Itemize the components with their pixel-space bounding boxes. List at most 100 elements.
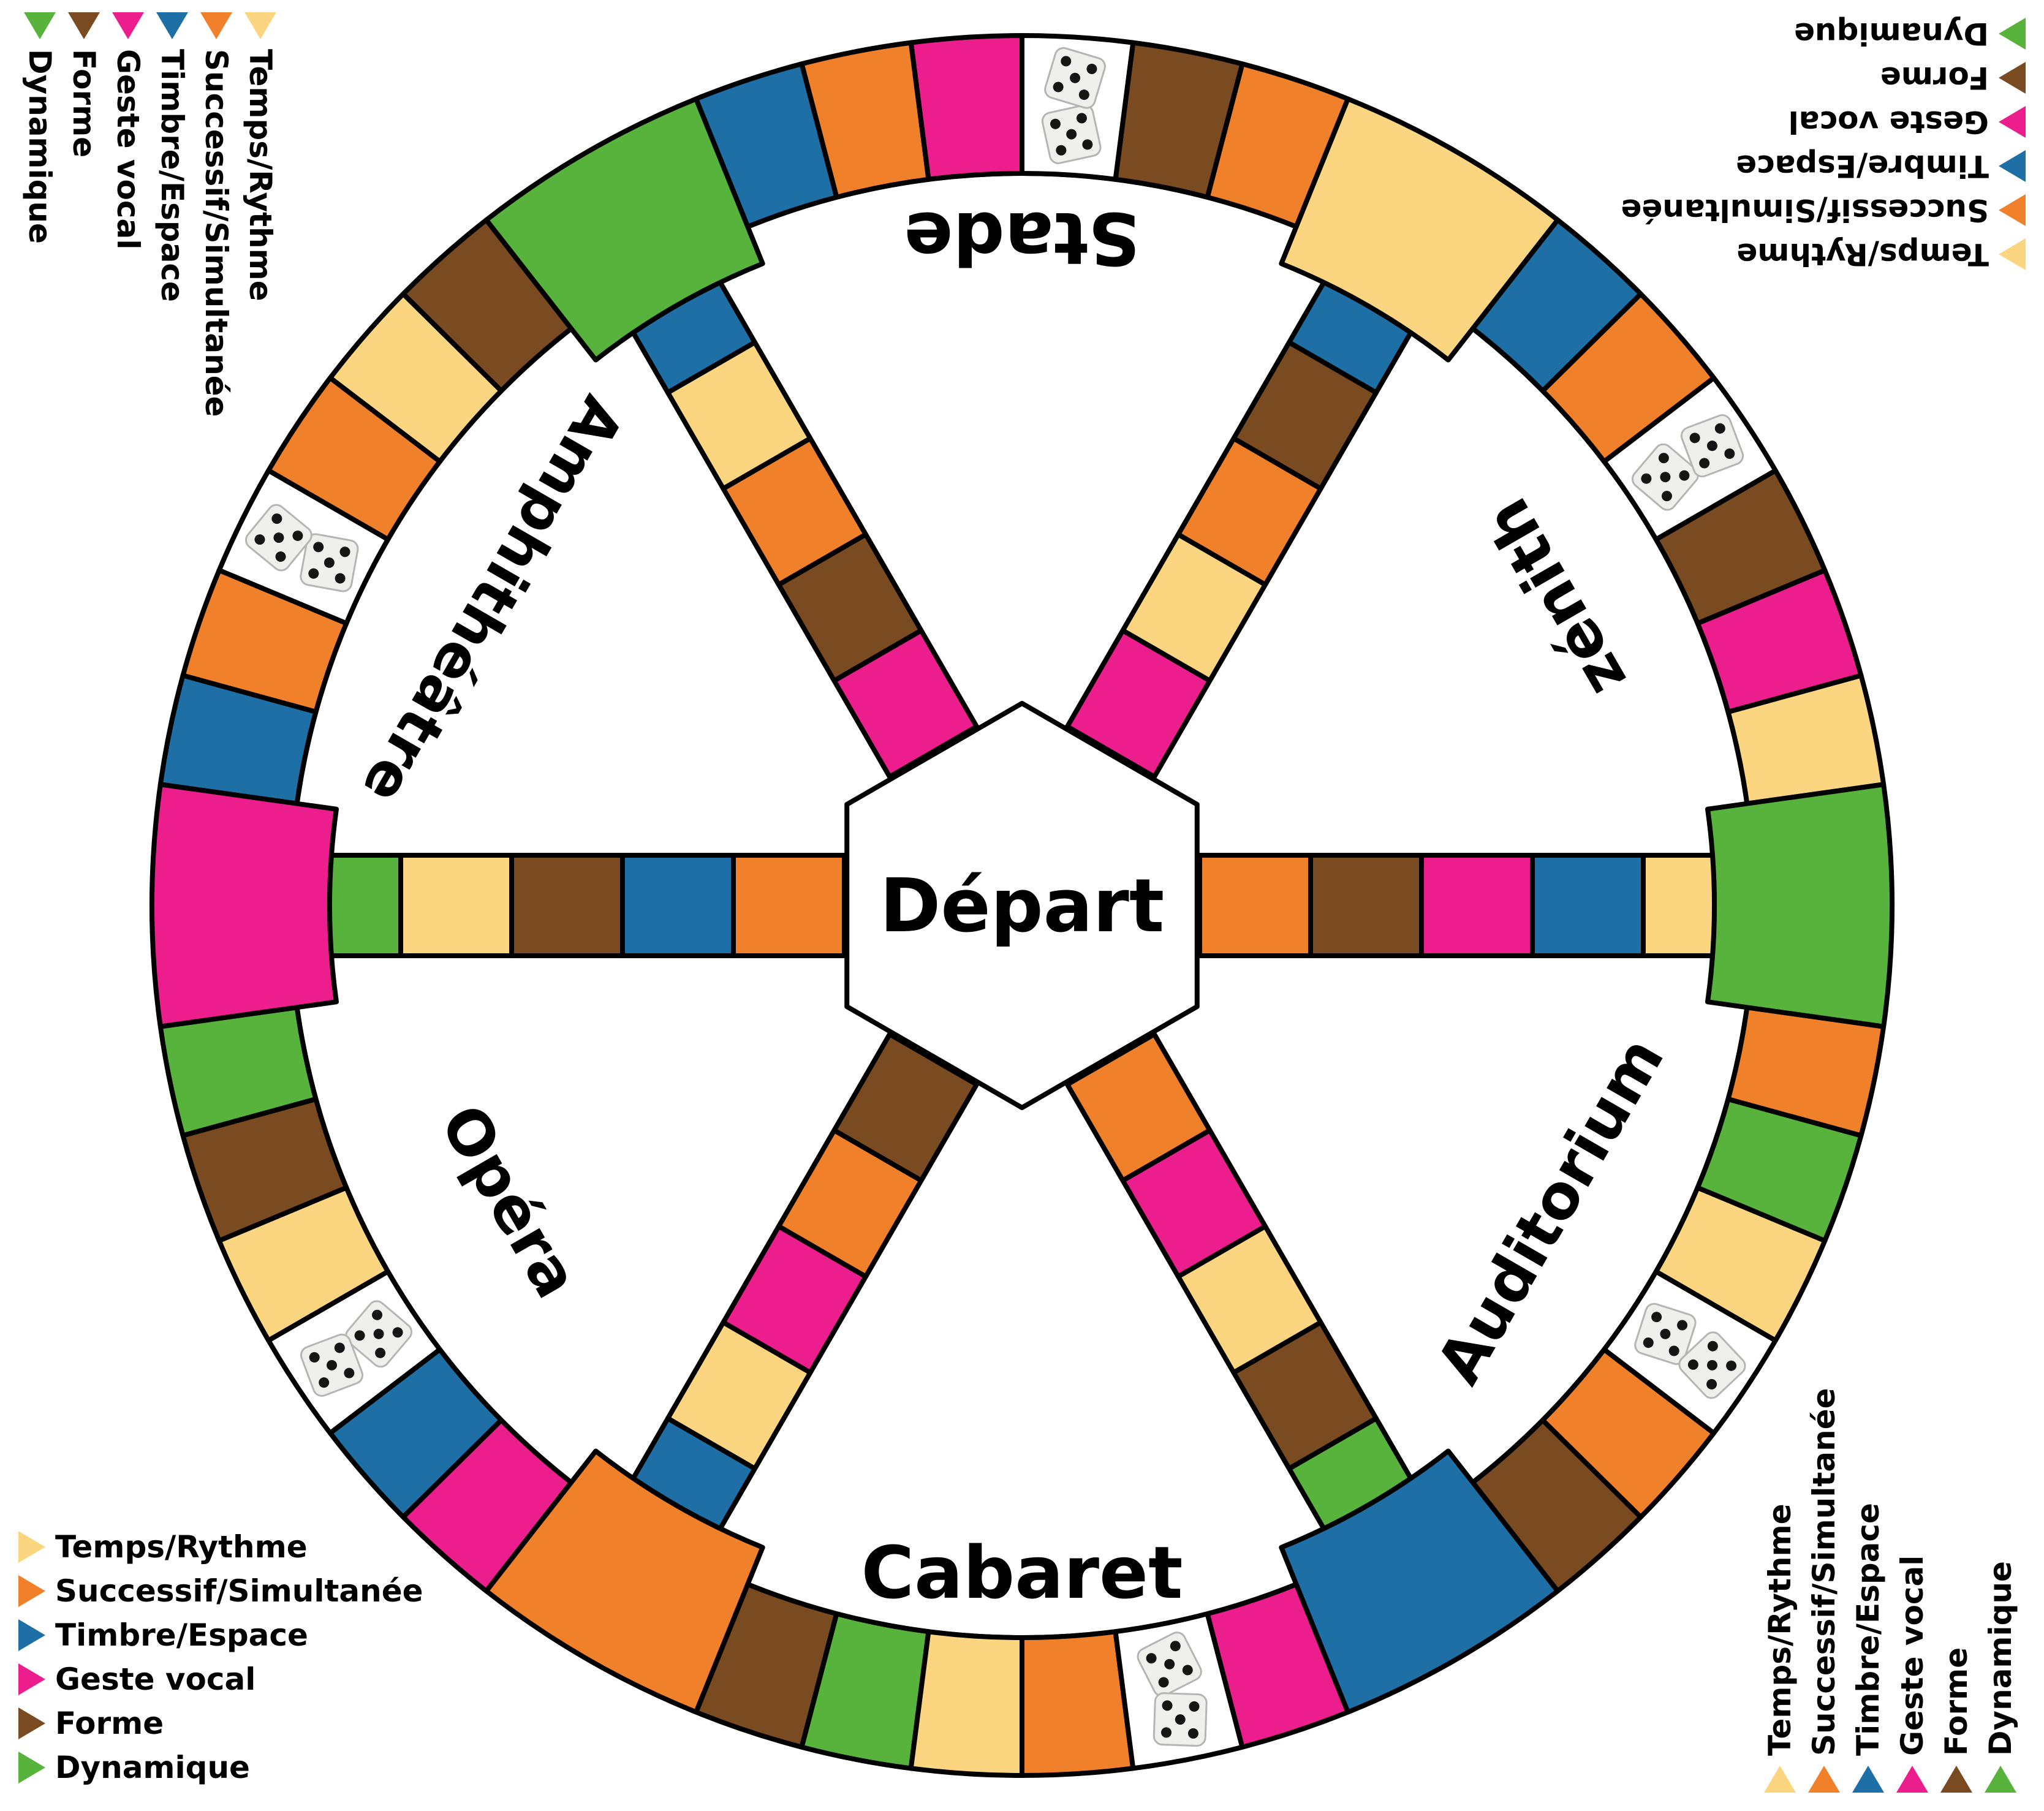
ring-hq-space-pink[interactable] xyxy=(150,782,339,1029)
yellow-triangle-icon xyxy=(244,12,276,39)
green-triangle-icon xyxy=(1985,1766,2016,1793)
legend-label: Geste vocal xyxy=(110,49,146,250)
legend-label: Successif/Simultanée xyxy=(199,49,234,417)
die-icon xyxy=(300,1333,364,1397)
die-icon xyxy=(245,504,312,572)
legend-label: Geste vocal xyxy=(1894,1555,1930,1756)
die-icon xyxy=(1678,1331,1746,1399)
legend-item-brown: Forme xyxy=(65,12,103,392)
legend-label: Forme xyxy=(1939,1647,1974,1756)
legend-label: Forme xyxy=(66,49,102,158)
legend-item-orange: Successif/Simultanée xyxy=(1805,1388,1843,1793)
legend-label: Successif/Simultanée xyxy=(1621,192,1989,228)
legend-item-pink: Geste vocal xyxy=(1893,1413,1931,1793)
blue-triangle-icon xyxy=(18,1619,45,1651)
spoke-space-blue[interactable] xyxy=(1530,853,1646,958)
legend-label: Successif/Simultanée xyxy=(55,1573,423,1609)
pink-triangle-icon xyxy=(18,1663,45,1695)
spoke-space-yellow[interactable] xyxy=(398,853,514,958)
spoke-space-brown[interactable] xyxy=(509,853,625,958)
yellow-triangle-icon xyxy=(18,1531,45,1563)
dice-pair-icon xyxy=(1631,414,1744,511)
spoke-space-pink[interactable] xyxy=(831,628,980,779)
ring-hq-space-orange[interactable] xyxy=(483,1448,765,1715)
legend-item-orange: Successif/Simultanée xyxy=(1621,191,2026,229)
legend-label: Timbre/Espace xyxy=(55,1617,308,1653)
die-icon xyxy=(1634,1302,1697,1366)
dice-pair-icon xyxy=(1041,47,1106,164)
blue-triangle-icon xyxy=(1852,1766,1884,1793)
spoke-space-brown[interactable] xyxy=(831,1032,980,1183)
spoke-space-pink[interactable] xyxy=(1064,628,1213,779)
legend-item-blue: Timbre/Espace xyxy=(1849,1413,1887,1793)
spoke-space-orange[interactable] xyxy=(731,853,847,958)
die-icon xyxy=(1137,1631,1202,1697)
legend-label: Temps/Rythme xyxy=(55,1529,308,1565)
brown-triangle-icon xyxy=(1940,1766,1972,1793)
legend-label: Dynamique xyxy=(55,1750,250,1785)
ring-hq-space-yellow[interactable] xyxy=(1279,96,1561,363)
legend-label: Dynamique xyxy=(22,49,58,244)
dice-pair-icon xyxy=(245,504,359,592)
legend-item-yellow: Temps/Rythme xyxy=(18,1528,398,1566)
legend-item-yellow: Temps/Rythme xyxy=(241,12,279,392)
brown-triangle-icon xyxy=(68,12,100,39)
spoke-space-blue[interactable] xyxy=(620,853,736,958)
legend-item-green: Dynamique xyxy=(21,12,59,392)
green-triangle-icon xyxy=(1999,18,2026,50)
legend-item-blue: Timbre/Espace xyxy=(153,12,191,392)
die-icon xyxy=(1680,414,1744,478)
sector-label-stade: Stade xyxy=(904,196,1140,281)
legend-item-green: Dynamique xyxy=(1646,15,2026,53)
legend-label: Forme xyxy=(55,1706,164,1741)
legend-label: Forme xyxy=(1880,60,1989,96)
legend-label: Dynamique xyxy=(1794,16,1989,51)
dice-pair-icon xyxy=(1634,1302,1746,1399)
ring-hq-space-blue[interactable] xyxy=(1279,1448,1561,1715)
blue-triangle-icon xyxy=(156,12,188,39)
legend-item-orange: Successif/Simultanée xyxy=(18,1572,423,1610)
die-icon xyxy=(345,1300,413,1368)
legend-label: Timbre/Espace xyxy=(1850,1503,1886,1756)
ring-space-yellow[interactable] xyxy=(908,1629,1024,1778)
legend-label: Temps/Rythme xyxy=(1762,1503,1798,1756)
legend-item-brown: Forme xyxy=(1646,59,2026,97)
ring-hq-space-green[interactable] xyxy=(483,96,765,363)
orange-triangle-icon xyxy=(200,12,232,39)
green-triangle-icon xyxy=(24,12,56,39)
hub-depart-space[interactable] xyxy=(844,701,1200,1110)
legend-top-right: Temps/Rythme Successif/Simultanée Timbre/E… xyxy=(1621,15,2026,273)
spoke-space-brown[interactable] xyxy=(1308,853,1424,958)
legend-item-brown: Forme xyxy=(1937,1413,1975,1793)
yellow-triangle-icon xyxy=(1999,238,2026,270)
legend-label: Successif/Simultanée xyxy=(1806,1388,1842,1756)
legend-label: Dynamique xyxy=(1983,1561,2018,1756)
legend-item-blue: Timbre/Espace xyxy=(1646,147,2026,185)
orange-triangle-icon xyxy=(1808,1766,1840,1793)
legend-item-green: Dynamique xyxy=(18,1749,398,1786)
dice-pair-icon xyxy=(300,1300,413,1397)
die-icon xyxy=(300,533,359,592)
yellow-triangle-icon xyxy=(1764,1766,1796,1793)
legend-label: Timbre/Espace xyxy=(154,49,190,302)
sector-label-cabaret: Cabaret xyxy=(861,1530,1183,1615)
legend-item-pink: Geste vocal xyxy=(18,1660,398,1698)
blue-triangle-icon xyxy=(1999,150,2026,182)
green-triangle-icon xyxy=(18,1752,45,1783)
die-icon xyxy=(1631,443,1699,511)
spoke-space-orange[interactable] xyxy=(1197,853,1313,958)
ring-hq-space-green[interactable] xyxy=(1705,782,1894,1029)
spoke-space-pink[interactable] xyxy=(1419,853,1535,958)
spoke-space-orange[interactable] xyxy=(1064,1032,1213,1183)
brown-triangle-icon xyxy=(1999,62,2026,94)
legend-item-blue: Timbre/Espace xyxy=(18,1616,398,1654)
legend-item-pink: Geste vocal xyxy=(1646,103,2026,141)
orange-triangle-icon xyxy=(1999,194,2026,226)
pink-triangle-icon xyxy=(1999,106,2026,138)
legend-item-yellow: Temps/Rythme xyxy=(1646,235,2026,273)
die-icon xyxy=(1153,1692,1208,1747)
